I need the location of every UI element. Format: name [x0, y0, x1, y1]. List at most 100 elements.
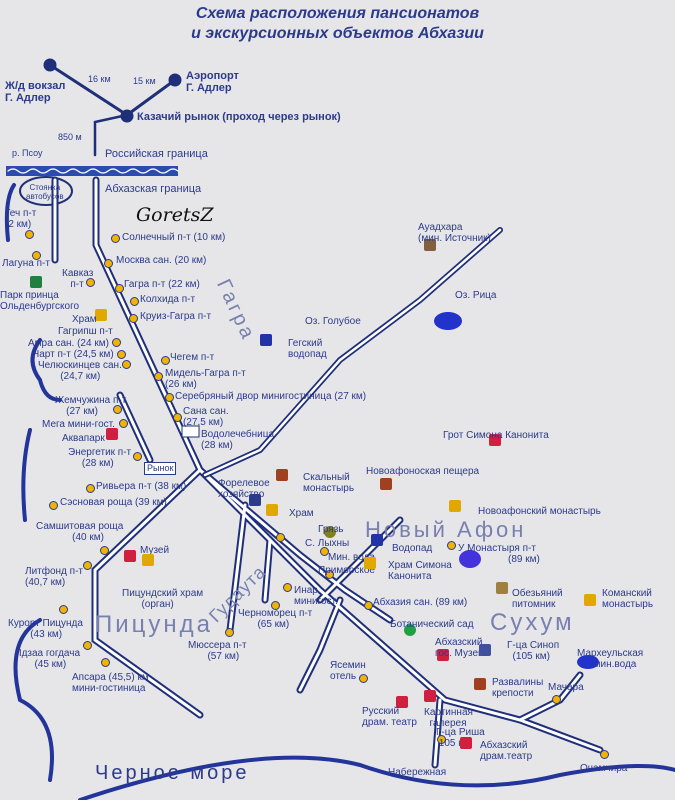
place-18-label: Аквапарк — [62, 433, 105, 444]
waterfall-icon — [260, 334, 272, 346]
lake-new-athos — [459, 550, 481, 568]
hotel-marker-icon — [154, 372, 163, 381]
place-35-label: С. Лыхны — [305, 538, 350, 549]
hotel-marker-icon — [104, 259, 113, 268]
hotel-marker-icon — [119, 419, 128, 428]
hotel-marker-icon — [129, 314, 138, 323]
place-38-label: Приморское — [318, 565, 375, 576]
mud-icon — [324, 526, 336, 538]
place-10-label: Челюскинцев сан. (24,7 км) — [38, 360, 122, 382]
hotel-marker-icon — [59, 605, 68, 614]
place-5-label: Кавказ п-т — [62, 268, 94, 290]
place-55-label: Русский драм. театр — [362, 706, 417, 728]
hotel-marker-icon — [83, 561, 92, 570]
hotel-marker-icon — [113, 405, 122, 414]
place-49-label: Абхазский гос. Музей — [435, 637, 484, 659]
hotel-marker-icon — [276, 533, 285, 542]
hotel-marker-icon — [112, 338, 121, 347]
place-11-label: Чегем п-т — [170, 352, 215, 363]
hotel-marker-icon — [115, 284, 124, 293]
church-icon — [364, 557, 376, 569]
airport-distance: 15 км — [133, 76, 156, 86]
hotel-marker-icon — [100, 546, 109, 555]
station-label: Ж/д вокзал Г. Адлер — [5, 80, 66, 104]
region-pitsunda: Пицунда — [95, 611, 214, 638]
place-54-label: Ясемин отель — [330, 660, 366, 682]
hotel-marker-icon — [49, 501, 58, 510]
theatre-icon — [396, 696, 408, 708]
place-26-label: Апсара (45,5) км мини-гостиница — [72, 672, 149, 694]
region-new-athos: Новый Афон — [365, 517, 527, 542]
theatre-icon — [460, 737, 472, 749]
place-66-label: Геч п-т (2 км) — [5, 208, 37, 230]
hotel-marker-icon — [325, 570, 334, 579]
place-61-label: Гегский водопад — [288, 338, 327, 360]
place-51-label: Развалины крепости — [492, 677, 544, 699]
place-45-label: Грот Симона Канонита — [443, 430, 549, 441]
place-40-label: Храм Симона Канонита — [388, 560, 452, 582]
hotel-marker-icon — [173, 413, 182, 422]
place-42-label: Новоафоноская пещера — [366, 466, 480, 477]
place-17-label: Мега мини-гост. — [42, 419, 115, 430]
place-19-label: Энергетик п-т (28 км) — [68, 447, 132, 469]
abkhaz-border-label: Абхазская граница — [105, 183, 202, 195]
place-12-label: Мидель-Гагра п-т (26 км) — [165, 368, 246, 390]
place-2-label: Гагра п-т (22 км) — [124, 279, 200, 290]
airport-label: Аэропорт Г. Адлер — [186, 70, 239, 94]
church-icon — [584, 594, 596, 606]
route-station — [48, 63, 129, 117]
fish-icon — [249, 494, 261, 506]
market-box: Рынок — [144, 462, 177, 475]
place-39-label: Водопад — [392, 543, 433, 554]
title-line-2: и экскурсионных объектов Абхазии — [191, 25, 484, 42]
hotel-marker-icon — [283, 583, 292, 592]
route-walk — [93, 113, 129, 157]
spa-box — [181, 425, 200, 438]
hotel-marker-icon — [161, 356, 170, 365]
hotel-marker-icon — [32, 251, 41, 260]
ruins-icon — [474, 678, 486, 690]
hotel-marker-icon — [271, 601, 280, 610]
museum-icon — [437, 649, 449, 661]
hotel-marker-icon — [101, 658, 110, 667]
place-50-label: Г-ца Синоп (105 км) — [507, 640, 560, 662]
garden-icon — [404, 624, 416, 636]
hotel-marker-icon — [86, 484, 95, 493]
author-signature: GoretsZ — [136, 204, 214, 226]
park-icon — [30, 276, 42, 288]
place-28-label: Пицундский храм (орган) — [122, 588, 204, 610]
place-14-label: Сана сан. (27,5 км) — [183, 406, 229, 428]
place-25-label: Лдзаа гогдача (45 км) — [15, 648, 81, 670]
airport-marker — [168, 73, 182, 87]
church-icon — [142, 554, 154, 566]
hotel-marker-icon — [600, 750, 609, 759]
sea-label: Черное море — [95, 762, 250, 784]
walk-distance: 850 м — [58, 132, 82, 142]
place-52-label: Мархеульская мин.вода — [577, 648, 644, 670]
place-59-label: Набережная — [388, 767, 447, 778]
place-64-label: Ауадхара (мин. Источник) — [418, 222, 491, 244]
church-icon — [266, 504, 278, 516]
route-airport — [125, 78, 177, 117]
mountain-icon — [424, 239, 436, 251]
region-sukhum: Сухум — [490, 609, 575, 636]
place-27-label: Музей — [140, 545, 170, 556]
place-29-label: Мюссера п-т (57 км) — [188, 640, 247, 662]
place-36-label: Грязь — [318, 524, 344, 535]
place-6-label: Храм — [72, 314, 97, 325]
place-41-label: Абхазия сан. (89 км) — [373, 597, 468, 608]
place-21-label: Сэсновая роща (39 км) — [60, 497, 167, 508]
hotel-marker-icon — [552, 695, 561, 704]
hotel-marker-icon — [437, 735, 446, 744]
place-30-label: Черноморец п-т (65 км) — [238, 608, 313, 630]
church-icon — [449, 500, 461, 512]
place-37-label: Мин. вода — [328, 552, 375, 563]
grotto-icon — [489, 434, 501, 446]
museum-icon — [124, 550, 136, 562]
place-67-label: Лагуна п-т — [2, 258, 50, 269]
place-34-label: Храм — [289, 508, 314, 519]
place-53-label: Мачара — [548, 682, 584, 693]
place-3-label: Колхида п-т — [140, 294, 196, 305]
hotel-marker-icon — [122, 360, 131, 369]
